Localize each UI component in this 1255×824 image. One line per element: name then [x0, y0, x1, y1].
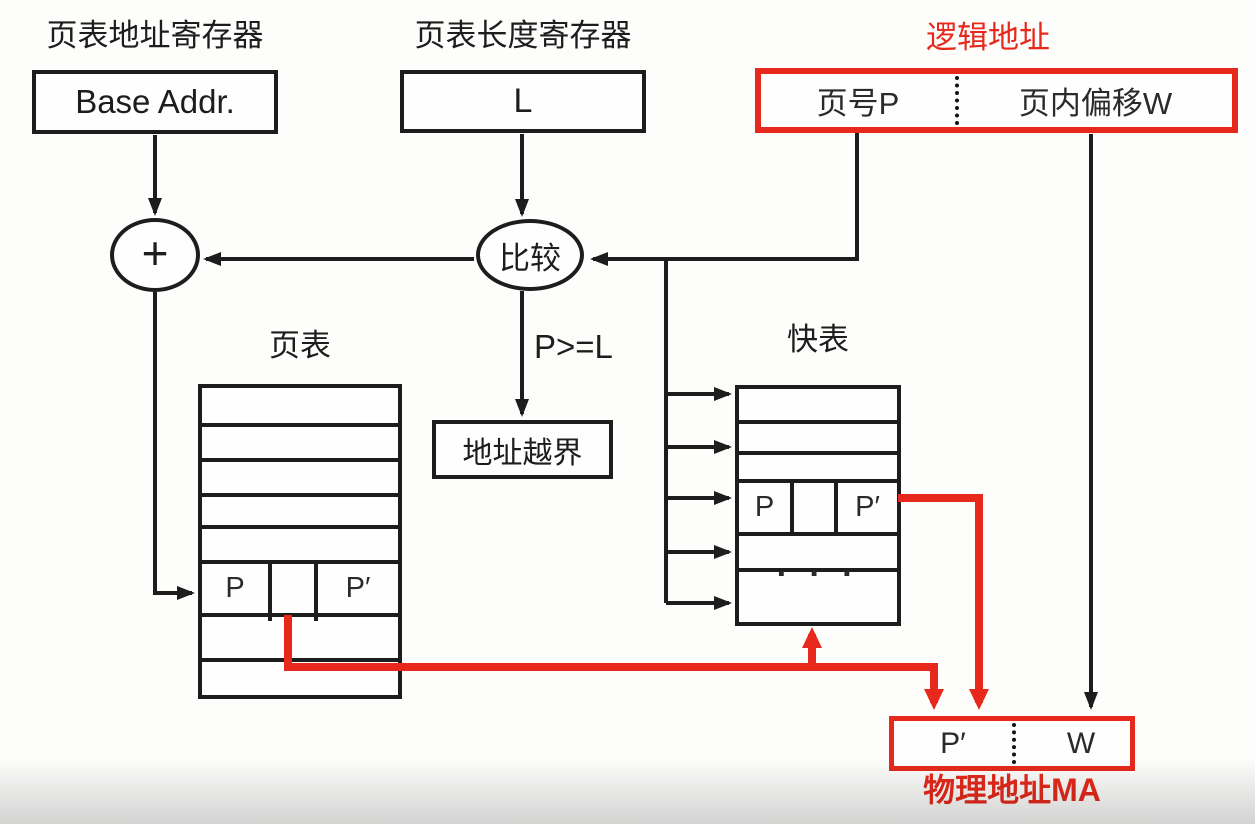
page-table-row-divider	[202, 458, 398, 462]
tlb-row-divider	[739, 420, 897, 424]
page-table-label: 页表	[269, 328, 331, 363]
adder-node: +	[110, 218, 200, 292]
tlb-row-divider	[739, 532, 897, 536]
address-out-of-bounds-box: 地址越界	[432, 420, 613, 479]
page-table-address-register-label: 页表地址寄存器	[46, 18, 264, 53]
red-path-tlb-frame-to-physical	[898, 494, 989, 710]
page-table-entry-frame: P′	[345, 572, 371, 604]
physical-address-box: P′ W	[889, 716, 1135, 771]
tlb-row-divider	[739, 568, 897, 572]
tlb-row-divider	[739, 451, 897, 455]
logical-address-box: 页号P 页内偏移W	[755, 68, 1238, 133]
physical-frame-field: P′	[940, 726, 966, 760]
arrow-page-number-to-comparator	[590, 133, 859, 266]
tlb-label: 快表	[787, 322, 849, 357]
physical-address-field-divider	[1012, 723, 1016, 764]
base-address-register-box: Base Addr.	[32, 70, 278, 134]
tlb-ellipsis: · · ·	[776, 554, 860, 593]
comparator-condition-label: P>=L	[534, 328, 613, 365]
page-table-row-divider	[202, 658, 398, 662]
page-table-entry-cell-divider	[314, 560, 318, 621]
logical-address-label: 逻辑地址	[926, 20, 1050, 55]
page-table-row-divider	[202, 560, 398, 564]
page-table-row-divider	[202, 525, 398, 529]
physical-offset-field: W	[1066, 726, 1096, 760]
tlb-entry-page: P	[754, 491, 775, 523]
comparator-node: 比较	[476, 219, 584, 291]
page-table-row-divider	[202, 423, 398, 427]
length-register-box: L	[400, 70, 646, 133]
arrow-adder-to-page-table-entry	[153, 292, 195, 600]
tlb-entry-cell-divider	[790, 479, 794, 536]
logical-offset-field: 页内偏移W	[1018, 86, 1173, 121]
page-table-entry-page: P	[225, 572, 245, 604]
page-table: P P′	[198, 384, 402, 699]
logical-page-number-field: 页号P	[816, 86, 900, 121]
tlb-table: P P′ · · ·	[735, 385, 901, 626]
tlb-entry-frame: P′	[855, 491, 880, 523]
logical-address-field-divider	[955, 76, 959, 125]
page-table-row-divider	[202, 493, 398, 497]
physical-address-label: 物理地址MA	[923, 772, 1101, 808]
page-table-length-register-label: 页表长度寄存器	[414, 18, 632, 53]
page-table-entry-cell-divider	[268, 560, 272, 621]
page-table-row-divider	[202, 613, 398, 617]
tlb-entry-cell-divider	[834, 479, 838, 536]
tlb-row-divider	[739, 479, 897, 483]
